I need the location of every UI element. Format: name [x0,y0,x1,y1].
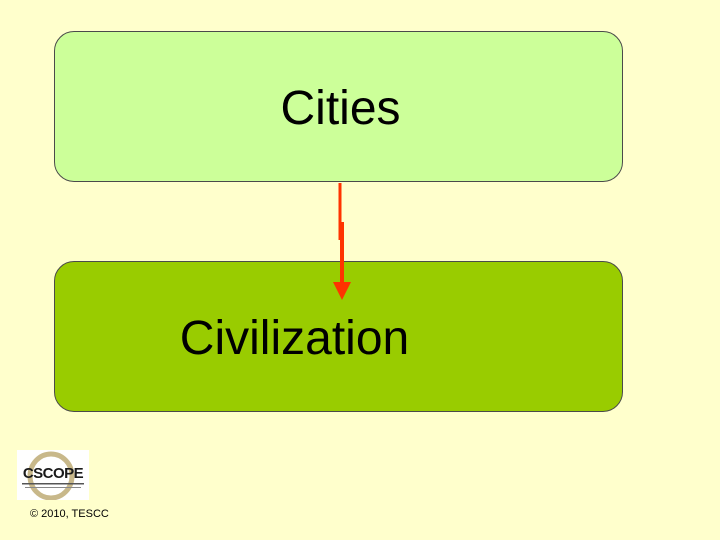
civilization-box: Civilization [54,261,623,412]
civilization-label: Civilization [179,312,410,365]
cities-label: Cities [280,82,401,135]
copyright-text: © 2010, TESCC [30,508,109,520]
cities-box: Cities [54,31,623,182]
logo-text: CSCOPE [23,465,84,482]
cscope-logo-icon: CSCOPE [17,450,89,500]
